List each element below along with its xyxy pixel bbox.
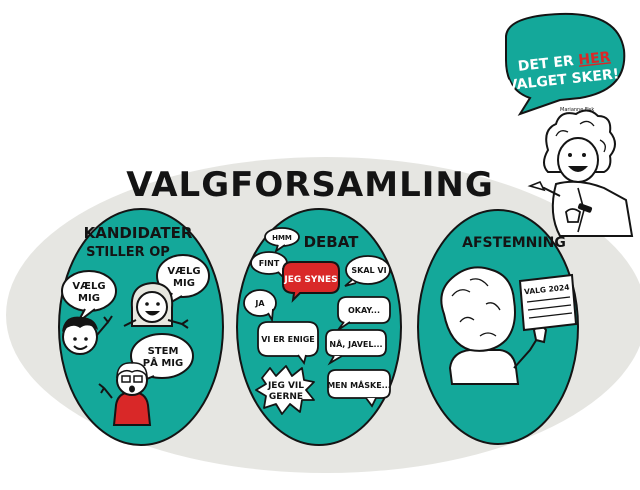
speech-bubble-header: Det er her valget sker! Marianne Fisk: [505, 12, 626, 116]
speech-bubble: Skal vi: [344, 255, 391, 287]
candidate-figure: [98, 362, 152, 426]
kandidater-heading-line1: Kandidater: [84, 224, 193, 242]
bubble-text: Nå, javel...: [329, 339, 382, 349]
bubble-text: Jeg vil: [267, 381, 304, 391]
bubble-text: Jeg synes: [283, 275, 337, 285]
debat-panel: Debat Hmm Fint Jeg synes Skal vi Ja: [236, 208, 402, 446]
page-title: Valgforsamling: [126, 165, 494, 205]
bubble-text: Vælg: [167, 266, 200, 277]
candidate-figure: [62, 315, 113, 355]
speech-bubble: Vi er enige: [257, 321, 319, 366]
bubble-text: Hmm: [272, 234, 292, 242]
bubble-text: Skal vi: [351, 266, 386, 275]
afstemning-panel: Afstemning Valg 2024: [417, 209, 579, 445]
speech-bubble: Stem på mig: [130, 333, 194, 384]
afstemning-heading: Afstemning: [462, 235, 566, 251]
bubble-text: Men måske...: [327, 380, 391, 390]
kandidater-heading-line2: stiller op: [86, 245, 170, 260]
bubble-text: Vælg: [72, 281, 105, 292]
speech-bubble: Men måske...: [327, 369, 391, 408]
moderator-figure: [527, 109, 634, 237]
speech-bubble-shout: Jeg vil gerne: [255, 365, 315, 415]
bubble-text: Stem: [148, 346, 179, 357]
speech-bubble: Ja: [243, 289, 277, 323]
bubble-text: Okay...: [348, 306, 380, 315]
speech-bubble: Vælg mig: [156, 254, 210, 306]
bubble-text: Fint: [259, 259, 280, 268]
bubble-text: Ja: [254, 299, 265, 308]
speech-bubble: Nå, javel...: [325, 329, 387, 366]
bubble-text: mig: [78, 293, 100, 304]
bubble-text: på mig: [143, 356, 183, 369]
speech-bubble-highlight: Jeg synes: [282, 261, 340, 303]
speech-bubble: Hmm: [264, 227, 300, 254]
debat-heading: Debat: [304, 233, 360, 251]
bubble-text: Vi er enige: [261, 335, 315, 344]
bubble-text: gerne: [269, 392, 303, 402]
kandidater-panel: Kandidater stiller op Vælg mig Vælg mig …: [58, 208, 224, 446]
signature: Marianne Fisk: [560, 107, 594, 113]
candidate-figure: [123, 281, 189, 329]
bubble-text: mig: [173, 278, 195, 289]
ballot-paper: Valg 2024: [518, 273, 578, 332]
header-bubble-line1: Det er her: [517, 49, 611, 75]
